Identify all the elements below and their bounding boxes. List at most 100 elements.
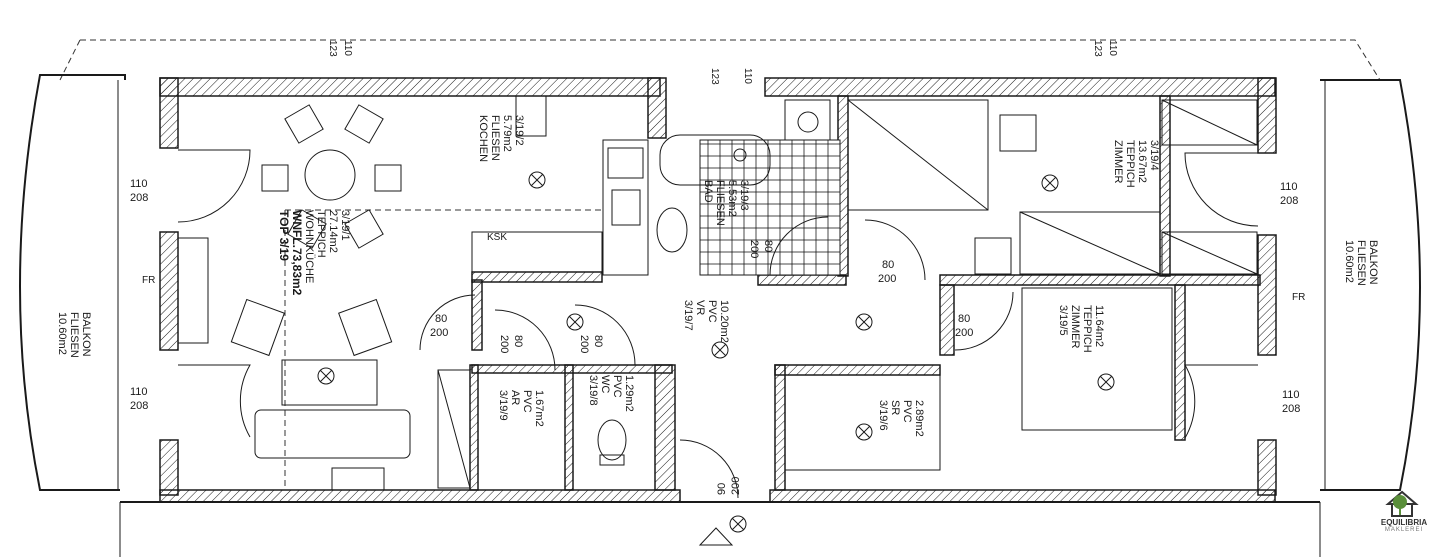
door-arc xyxy=(574,304,636,366)
sofa xyxy=(254,409,411,459)
balcony-area: 10.60m2 xyxy=(56,312,68,355)
door-height: 200 xyxy=(748,240,760,258)
bed xyxy=(1021,287,1173,431)
room-area: 1.67m2 xyxy=(533,390,545,427)
storage-shelf xyxy=(784,374,941,471)
shelf xyxy=(437,369,471,489)
kitchen-sink-icon xyxy=(611,189,641,226)
room-id: 3/19/3 xyxy=(738,180,750,211)
wardrobe-diag xyxy=(1161,99,1258,146)
roof-edge-left xyxy=(59,39,81,81)
balcony-name: BALKON xyxy=(80,312,92,357)
window-width: 110 xyxy=(742,68,753,84)
balcony-floor: FLIESEN xyxy=(1355,240,1367,286)
window-width: 110 xyxy=(1107,40,1118,56)
dining-chair xyxy=(284,104,324,144)
toilet-icon xyxy=(597,419,627,461)
room-id: 3/19/4 xyxy=(1148,140,1160,171)
door-width: 80 xyxy=(435,313,447,325)
dining-chair xyxy=(344,104,384,144)
entrance-door-arc xyxy=(679,439,739,499)
balcony-door-height: 208 xyxy=(130,400,148,412)
armchair xyxy=(338,298,393,357)
dining-chair xyxy=(287,209,327,249)
roof-outline xyxy=(80,39,1381,81)
ksk-label: KSK xyxy=(487,232,507,243)
room-area: 5.53m2 xyxy=(726,180,738,217)
room-floor: PVC xyxy=(611,375,623,398)
bathtub xyxy=(659,134,771,186)
light-fixtures xyxy=(317,171,1115,533)
room-name: WC xyxy=(599,375,611,393)
room-name: SR xyxy=(889,400,901,415)
room-name: AR xyxy=(509,390,521,405)
room-id: 3/19/2 xyxy=(513,115,525,146)
wall-segment xyxy=(564,364,574,491)
room-floor: FLIESEN xyxy=(489,115,501,161)
cabinet xyxy=(177,237,209,344)
balcony-door xyxy=(178,364,251,438)
room-name: ZIMMER xyxy=(1069,305,1081,348)
balcony-door-width: 110 xyxy=(1280,181,1298,193)
balcony-door-width: 110 xyxy=(130,178,148,190)
logo-name: EQUILIBRIA xyxy=(1380,518,1428,527)
room-floor: FLIESEN xyxy=(714,180,726,226)
room-id: 3/19/8 xyxy=(587,375,599,406)
door-height: 200 xyxy=(578,335,590,353)
room-name: WOHNKÜCHE xyxy=(303,210,315,283)
entrance-marker xyxy=(698,527,734,546)
room-area: 5.79m2 xyxy=(501,115,513,152)
stove-icon xyxy=(607,147,644,179)
room-id: 3/19/9 xyxy=(497,390,509,421)
balcony-name: BALKON xyxy=(1367,240,1379,285)
room-area: 10.20m2 xyxy=(718,300,730,343)
unit-area-label: WNFL.73,83m2 xyxy=(290,210,304,296)
washbasin-bowl xyxy=(797,111,819,133)
door-arc xyxy=(864,219,926,281)
kitchen-appliance-icon xyxy=(515,95,547,137)
room-name: ZIMMER xyxy=(1112,140,1124,183)
room-name: KOCHEN xyxy=(477,115,489,162)
door-arc xyxy=(954,291,1014,351)
room-area: 27.14m2 xyxy=(327,210,339,253)
door-width: 80 xyxy=(592,335,604,347)
wall-segment xyxy=(939,274,1261,286)
wardrobe-diag xyxy=(1161,231,1258,275)
wall-segment xyxy=(1174,284,1186,441)
room-floor: PVC xyxy=(521,390,533,413)
bed xyxy=(1019,211,1161,275)
fr-label: FR xyxy=(1292,292,1305,303)
wall-segment xyxy=(654,364,676,491)
tv-unit xyxy=(331,467,385,491)
house-tree-icon xyxy=(1385,490,1419,517)
unit-top-label: TOP 3/19 xyxy=(277,210,291,261)
wall-segment xyxy=(647,77,667,139)
door-width: 80 xyxy=(512,335,524,347)
armchair xyxy=(230,298,285,357)
wall-segment xyxy=(939,284,955,356)
door-arc xyxy=(419,294,476,351)
door-width: 80 xyxy=(762,240,774,252)
door-arc xyxy=(494,309,556,371)
bed-diag xyxy=(847,99,989,211)
drain-icon xyxy=(733,148,747,162)
dining-table xyxy=(304,149,356,201)
balcony-left xyxy=(19,74,126,491)
door-width: 80 xyxy=(882,259,894,271)
fr-label: FR xyxy=(142,275,155,286)
balcony-door-height: 208 xyxy=(130,192,148,204)
room-floor: PVC xyxy=(901,400,913,423)
logo-sub: MAKLEREI xyxy=(1384,527,1424,533)
balcony-door xyxy=(1184,152,1259,227)
door-height: 200 xyxy=(498,335,510,353)
balcony-door xyxy=(1184,364,1258,439)
balcony-door xyxy=(177,149,251,223)
room-name: VR xyxy=(694,300,706,315)
window-height: 123 xyxy=(327,40,338,57)
room-floor: PVC xyxy=(706,300,718,323)
dining-chair xyxy=(261,164,289,192)
balcony-floor: FLIESEN xyxy=(68,312,80,358)
window-height: 123 xyxy=(1092,40,1103,57)
